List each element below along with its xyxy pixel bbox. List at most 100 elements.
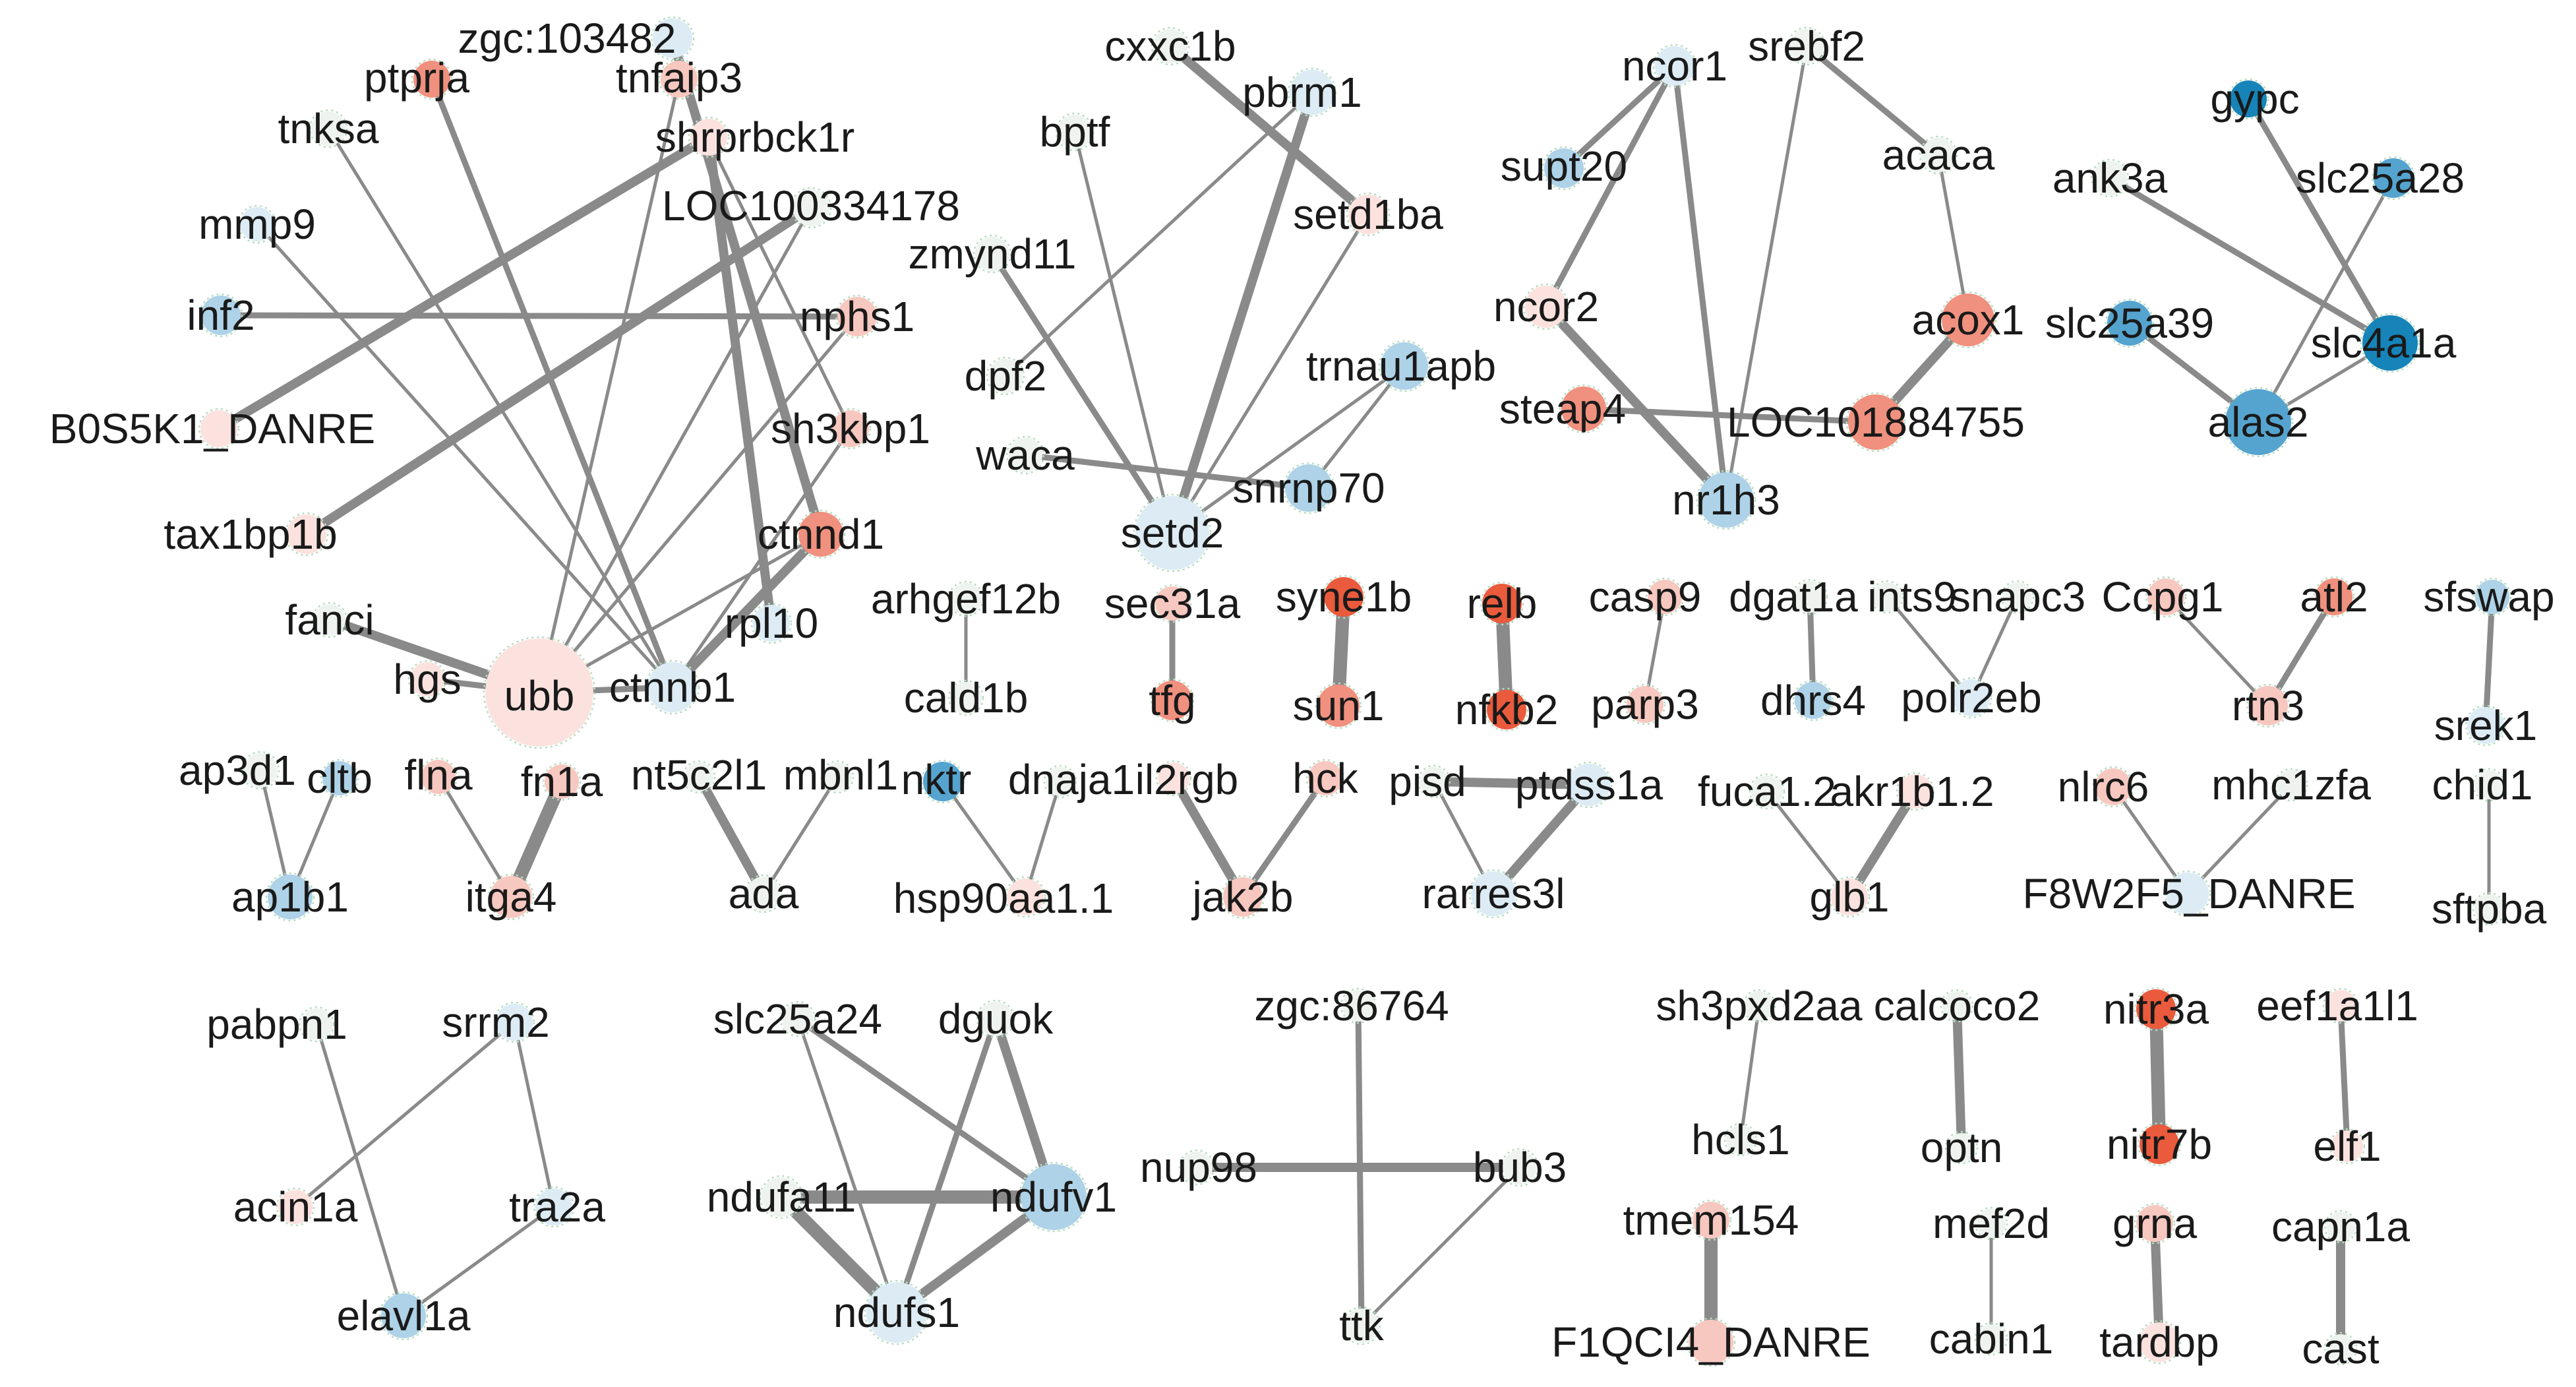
- node-b0s5k1-danre[interactable]: B0S5K1_DANRE: [49, 405, 375, 452]
- node-ptdss1a[interactable]: ptdss1a: [1515, 761, 1663, 809]
- node-cabin1[interactable]: cabin1: [1929, 1315, 2054, 1363]
- node-f8w2f5-danre[interactable]: F8W2F5_DANRE: [2023, 870, 2356, 917]
- node-ank3a[interactable]: ank3a: [2052, 154, 2168, 202]
- node-il2rgb[interactable]: il2rgb: [1135, 756, 1239, 803]
- node-pabpn1[interactable]: pabpn1: [206, 1001, 347, 1048]
- node-f1qci4-danre[interactable]: F1QCI4_DANRE: [1551, 1317, 1871, 1367]
- node-sfswap[interactable]: sfswap: [2423, 573, 2554, 621]
- node-polr2eb[interactable]: polr2eb: [1901, 674, 2042, 722]
- node-pisd[interactable]: pisd: [1389, 758, 1466, 805]
- node-slc25a28[interactable]: slc25a28: [2296, 154, 2465, 202]
- node-nfkb2[interactable]: nfkb2: [1455, 686, 1559, 733]
- node-fuca1-2[interactable]: fuca1.2: [1698, 768, 1836, 815]
- node-nphs1[interactable]: nphs1: [800, 293, 914, 340]
- node-bub3[interactable]: bub3: [1473, 1144, 1567, 1191]
- node-sftpba[interactable]: sftpba: [2432, 885, 2547, 933]
- node-setd2[interactable]: setd2: [1121, 493, 1224, 572]
- node-ctnnd1[interactable]: ctnnd1: [758, 509, 884, 559]
- node-cxxc1b[interactable]: cxxc1b: [1104, 22, 1236, 70]
- node-eef1a1l1[interactable]: eef1a1l1: [2256, 982, 2418, 1030]
- node-calcoco2[interactable]: calcoco2: [1874, 982, 2041, 1030]
- node-nitr3a[interactable]: nitr3a: [2103, 985, 2209, 1033]
- node-acox1[interactable]: acox1: [1912, 291, 2025, 349]
- node-chid1[interactable]: chid1: [2432, 761, 2533, 809]
- node-tra2a[interactable]: tra2a: [509, 1183, 605, 1231]
- node-ctnnb1[interactable]: ctnnb1: [609, 660, 736, 715]
- node-srebf2[interactable]: srebf2: [1748, 22, 1865, 70]
- node-shrprbck1r[interactable]: shrprbck1r: [655, 113, 854, 161]
- node-slc25a39[interactable]: slc25a39: [2045, 298, 2214, 348]
- node-rtn3[interactable]: rtn3: [2232, 682, 2304, 729]
- node-akr1b1-2[interactable]: akr1b1.2: [1830, 768, 1994, 815]
- node-casp9[interactable]: casp9: [1589, 573, 1702, 621]
- node-ndufv1[interactable]: ndufv1: [990, 1161, 1117, 1233]
- node-tardbp[interactable]: tardbp: [2099, 1318, 2219, 1366]
- node-ints9[interactable]: ints9: [1867, 573, 1956, 621]
- node-snapc3[interactable]: snapc3: [1950, 573, 2085, 621]
- node-ndufa11[interactable]: ndufa11: [707, 1173, 856, 1221]
- node-zgc-86764[interactable]: zgc:86764: [1254, 982, 1449, 1030]
- node-loc100334178[interactable]: LOC100334178: [662, 182, 960, 230]
- node-ccpg1[interactable]: Ccpg1: [2102, 573, 2224, 621]
- node-rarres3l[interactable]: rarres3l: [1422, 869, 1565, 919]
- node-flna[interactable]: flna: [404, 751, 473, 799]
- node-syne1b[interactable]: syne1b: [1276, 573, 1412, 621]
- node-nktr[interactable]: nktr: [901, 756, 972, 804]
- node-optn[interactable]: optn: [1921, 1124, 2003, 1171]
- node-nitr7b[interactable]: nitr7b: [2107, 1121, 2212, 1168]
- node-ptprja[interactable]: ptprja: [364, 54, 470, 102]
- node-elf1[interactable]: elf1: [2313, 1123, 2381, 1170]
- node-mhc1zfa[interactable]: mhc1zfa: [2211, 761, 2371, 809]
- node-tmem154[interactable]: tmem154: [1623, 1196, 1799, 1244]
- node-dgat1a[interactable]: dgat1a: [1729, 573, 1858, 621]
- node-setd1ba[interactable]: setd1ba: [1293, 191, 1443, 238]
- node-tax1bp1b[interactable]: tax1bp1b: [164, 510, 337, 558]
- node-tfg[interactable]: tfg: [1149, 677, 1195, 724]
- node-grna[interactable]: grna: [2112, 1200, 2198, 1247]
- node-sh3kbp1[interactable]: sh3kbp1: [771, 405, 930, 452]
- node-steap4[interactable]: steap4: [1499, 384, 1626, 434]
- node-mbnl1[interactable]: mbnl1: [783, 751, 898, 799]
- node-srrm2[interactable]: srrm2: [442, 999, 550, 1046]
- node-sec31a[interactable]: sec31a: [1104, 580, 1241, 627]
- node-ncor2[interactable]: ncor2: [1493, 283, 1599, 330]
- node-dpf2[interactable]: dpf2: [965, 352, 1047, 400]
- node-itga4[interactable]: itga4: [465, 873, 557, 921]
- node-tnfaip3[interactable]: tnfaip3: [616, 54, 742, 102]
- node-parp3[interactable]: parp3: [1591, 681, 1699, 728]
- node-hck[interactable]: hck: [1292, 755, 1359, 802]
- node-rpl10[interactable]: rpl10: [725, 600, 818, 647]
- node-tnksa[interactable]: tnksa: [278, 105, 379, 152]
- node-hcls1[interactable]: hcls1: [1691, 1116, 1789, 1163]
- node-nt5c2l1[interactable]: nt5c2l1: [631, 751, 767, 799]
- node-zgc-103482[interactable]: zgc:103482: [458, 15, 695, 62]
- node-arhgef12b[interactable]: arhgef12b: [871, 575, 1061, 623]
- node-cltb[interactable]: cltb: [307, 755, 373, 802]
- node-ap1b1[interactable]: ap1b1: [231, 872, 349, 922]
- node-dguok[interactable]: dguok: [938, 995, 1054, 1043]
- node-gypc[interactable]: gypc: [2210, 75, 2299, 123]
- node-slc25a24[interactable]: slc25a24: [713, 995, 882, 1043]
- node-supt20[interactable]: supt20: [1501, 142, 1627, 191]
- node-srek1[interactable]: srek1: [2434, 702, 2538, 749]
- node-hsp90aa1-1[interactable]: hsp90aa1.1: [893, 875, 1114, 922]
- node-glb1[interactable]: glb1: [1810, 873, 1890, 921]
- node-relb[interactable]: relb: [1467, 580, 1538, 627]
- node-fanci[interactable]: fanci: [285, 596, 374, 644]
- node-capn1a[interactable]: capn1a: [2271, 1203, 2410, 1250]
- node-ap3d1[interactable]: ap3d1: [179, 747, 296, 794]
- node-bptf[interactable]: bptf: [1040, 108, 1110, 156]
- node-atl2[interactable]: atl2: [2300, 573, 2368, 621]
- node-loc101884755[interactable]: LOC101884755: [1727, 392, 2025, 452]
- node-ncor1[interactable]: ncor1: [1622, 42, 1727, 90]
- node-trnau1apb[interactable]: trnau1apb: [1306, 340, 1496, 392]
- node-nr1h3[interactable]: nr1h3: [1672, 470, 1780, 530]
- node-dnaja1[interactable]: dnaja1: [1008, 756, 1135, 803]
- node-pbrm1[interactable]: pbrm1: [1242, 67, 1362, 117]
- node-cast[interactable]: cast: [2302, 1325, 2380, 1372]
- node-jak2b[interactable]: jak2b: [1191, 873, 1294, 921]
- node-ubb[interactable]: ubb: [483, 636, 596, 749]
- node-cald1b[interactable]: cald1b: [904, 674, 1029, 722]
- node-mmp9[interactable]: mmp9: [198, 200, 316, 248]
- node-ttk[interactable]: ttk: [1339, 1302, 1385, 1349]
